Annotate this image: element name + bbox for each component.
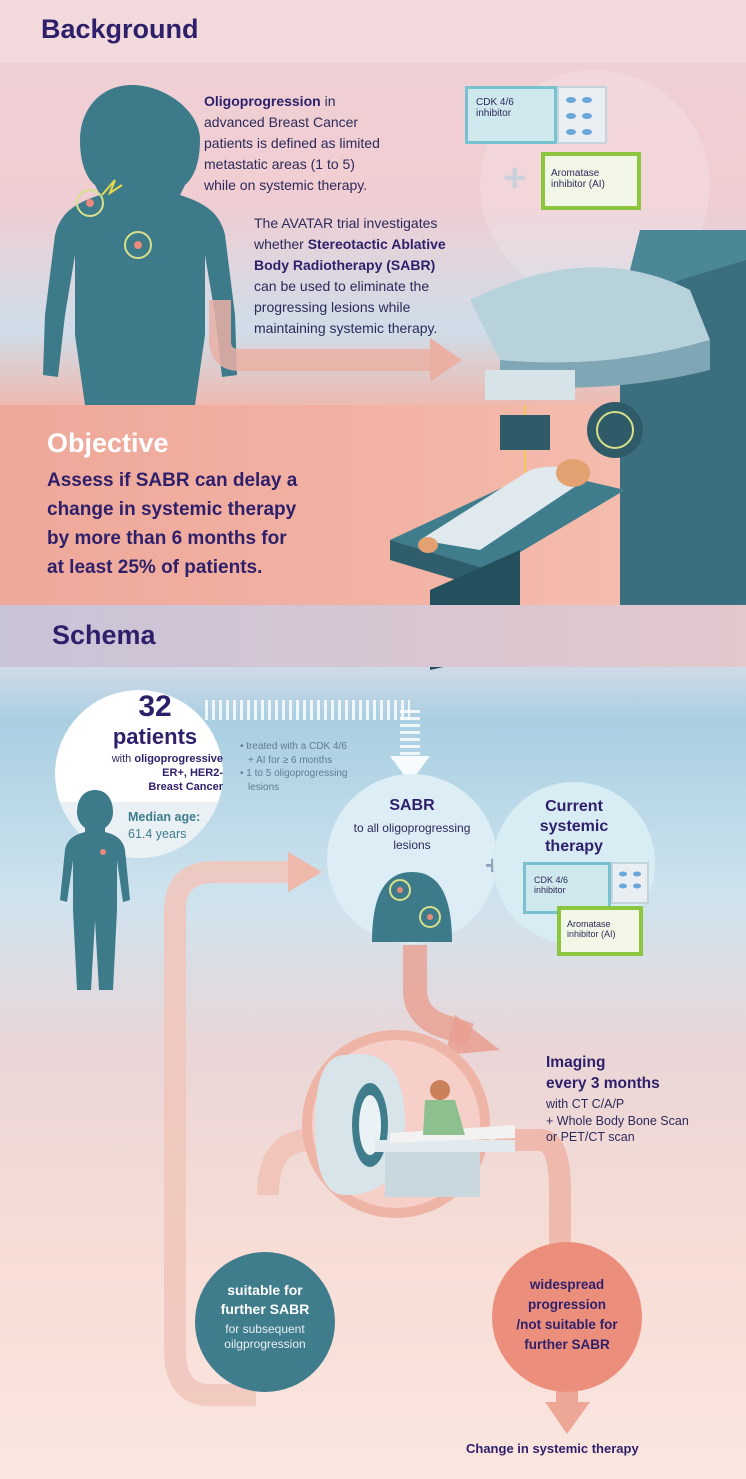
sabr-term: Body Radiotherapy (SABR) [254,257,436,273]
sabr-description: to all oligoprogressing lesions [327,820,497,854]
patient-silhouette-icon [60,790,130,990]
widespread-line: further SABR [524,1337,610,1352]
oligoprogression-term: Oligoprogression [204,93,321,109]
imaging-description: with CT C/A/P + Whole Body Bone Scan or … [546,1096,689,1146]
current-therapy-title: Current systemic therapy [493,797,655,857]
avatar-line: can be used to eliminate the [254,278,430,294]
inclusion-criteria: • treated with a CDK 4/6 + AI for ≥ 6 mo… [240,740,347,794]
criteria-line: lesions [248,781,280,793]
suitable-line: for subsequent [225,1322,305,1336]
change-systemic-therapy-label: Change in systemic therapy [466,1441,639,1456]
imaging-line: + Whole Body Bone Scan [546,1113,689,1128]
median-age-value: 61.4 years [128,827,187,841]
background-header-band [0,0,746,63]
sabr-line: to all oligoprogressing [353,821,471,835]
objective-line: change in systemic therapy [47,499,297,520]
arrow-icon [209,300,462,382]
suitable-line: oilgprogression [224,1337,306,1351]
imaging-title-line: every 3 months [546,1075,660,1092]
avatar-line: whether [254,236,304,252]
imaging-title: Imaging every 3 months [546,1052,660,1094]
patients-label: patients [112,724,198,749]
widespread-line: widespread [529,1277,605,1292]
definition-line: patients is defined as limited [204,135,380,151]
widespread-line: progression [527,1297,606,1312]
criteria-line: + AI for ≥ 6 months [248,754,333,766]
patients-with: with [111,753,132,765]
patients-bold: ER+, HER2- [162,767,223,779]
widespread-text: widespread progression /not suitable for… [492,1275,642,1355]
imaging-line: with CT C/A/P [546,1097,625,1111]
median-age-label: Median age: [128,810,201,824]
avatar-trial-text: The AVATAR trial investigates whether St… [254,213,446,339]
definition-line: metastatic areas (1 to 5) [204,156,355,172]
patients-description: with oligoprogressive ER+, HER2- Breast … [73,752,223,794]
current-therapy-line: therapy [545,838,603,855]
objective-line: at least 25% of patients. [47,557,263,578]
suitable-circle [195,1252,335,1392]
criteria-line: • 1 to 5 oligoprogressing [240,768,348,779]
patients-bold: oligoprogressive [134,753,223,765]
imaging-line: or PET/CT scan [546,1130,635,1144]
oligoprogression-definition: Oligoprogression in advanced Breast Canc… [204,91,380,196]
objective-text: Assess if SABR can delay a change in sys… [47,466,297,582]
patients-circle [55,690,223,858]
suitable-line: suitable for [227,1282,303,1298]
criteria-line: • treated with a CDK 4/6 [240,741,347,752]
aromatase-inhibitor-box: Aromatase inhibitor (AI) [541,152,641,210]
woman-silhouette-icon [43,85,237,405]
objective-line: by more than 6 months for [47,528,287,549]
current-therapy-line: Current [545,798,603,815]
pill-blister-icon [611,862,649,904]
patients-bold: Breast Cancer [148,781,223,793]
widespread-circle [492,1242,642,1392]
objective-line: Assess if SABR can delay a [47,470,298,491]
sabr-term: Stereotactic Ablative [307,236,446,252]
suitable-description: for subsequent oilgprogression [195,1322,335,1352]
sabr-title: SABR [389,797,435,814]
schema-band [0,605,746,667]
median-age: Median age: 61.4 years [128,809,200,843]
widespread-line: /not suitable for [516,1317,618,1332]
imaging-title-line: Imaging [546,1054,606,1071]
avatar-line: maintaining systemic therapy. [254,320,438,336]
radiotherapy-machine-icon [390,230,746,670]
sabr-line: lesions [393,838,431,852]
background-heading: Background [41,14,199,44]
objective-heading: Objective [47,428,169,458]
definition-line: advanced Breast Cancer [204,114,359,130]
definition-line: in [320,93,336,109]
avatar-line: The AVATAR trial investigates [254,215,438,231]
avatar-line: progressing lesions while [254,299,411,315]
suitable-title: suitable for further SABR [195,1281,335,1319]
torso-target-icon [372,872,452,942]
cdk-inhibitor-box: CDK 4/6 inhibitor [465,86,557,144]
pill-blister-icon [557,86,607,144]
patients-count: 32 [138,690,172,723]
definition-line: while on systemic therapy. [204,177,368,193]
dashed-arrow-icon [205,700,430,783]
plus-sign: + [503,156,527,200]
current-therapy-line: systemic [539,818,609,835]
suitable-line: further SABR [220,1301,310,1317]
aromatase-inhibitor-box: Aromatase inhibitor (AI) [557,906,643,956]
ct-scanner-icon [315,1053,515,1197]
schema-heading: Schema [52,620,156,650]
